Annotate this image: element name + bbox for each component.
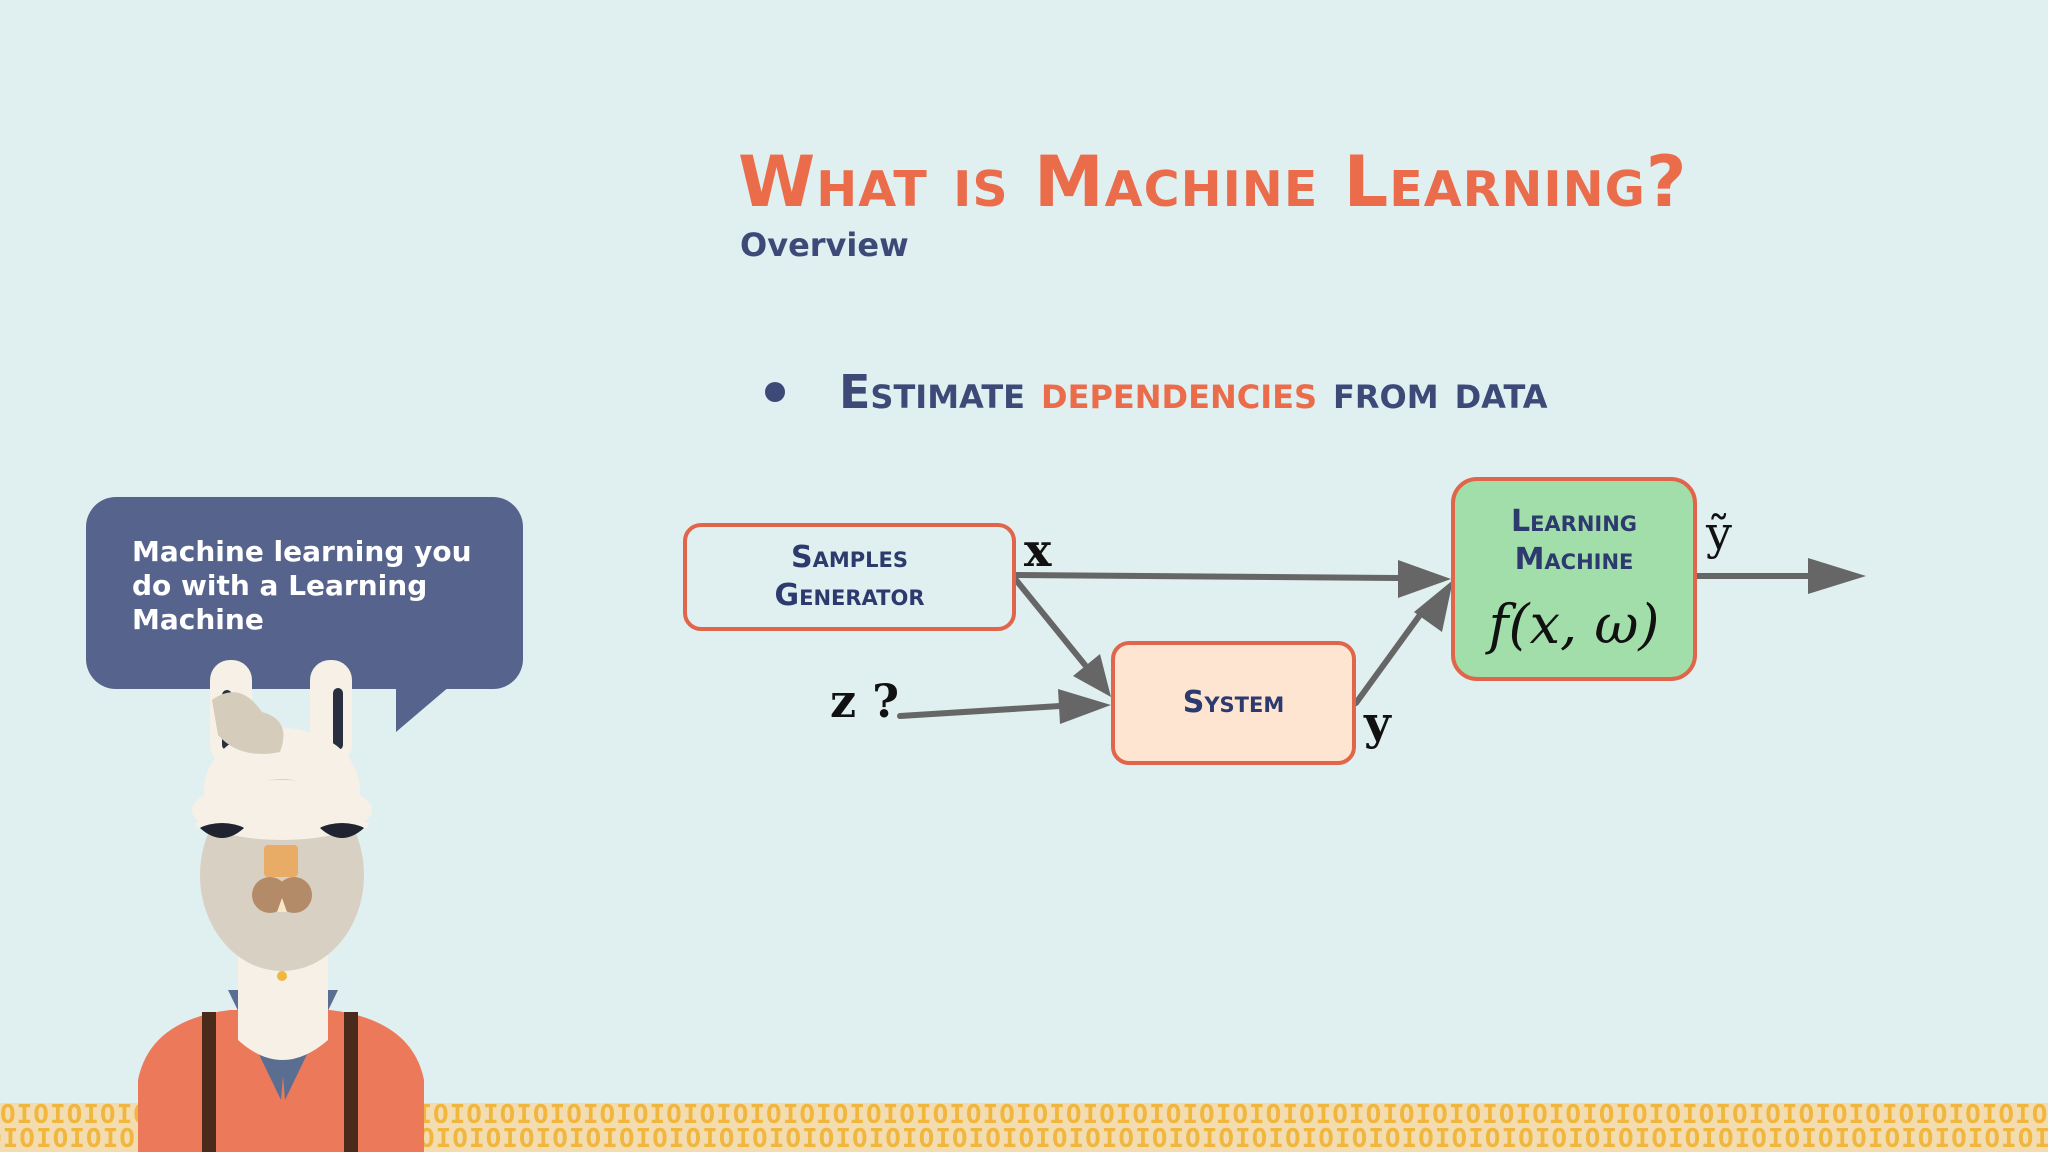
- system-label: System: [1182, 685, 1285, 720]
- bullet-dot-icon: [765, 382, 785, 402]
- bullet-point: Estimate dependencies from data: [765, 362, 1548, 422]
- slide-subtitle: Overview: [740, 226, 909, 264]
- bullet-text-before: Estimate: [839, 365, 1042, 419]
- samples-generator-label-line1: Samples: [791, 540, 908, 575]
- bullet-text-highlight: dependencies: [1041, 365, 1318, 419]
- learning-machine-label-line2: Machine: [1514, 542, 1634, 577]
- arrow-system-to-learning: [1353, 605, 1428, 706]
- var-ytilde-label: ỹ: [1706, 506, 1732, 560]
- speech-bubble-text: Machine learning you do with a Learning …: [132, 535, 472, 636]
- bullet-text: Estimate dependencies from data: [839, 365, 1548, 419]
- arrowhead-learning-bottom: [1414, 580, 1453, 632]
- var-z-label: z ?: [830, 674, 900, 728]
- learning-machine-formula: f(x, ω): [1488, 593, 1660, 656]
- arrow-z-to-system: [897, 703, 1063, 719]
- samples-generator-label-line2: Generator: [774, 578, 925, 613]
- bullet-text-after: from data: [1317, 365, 1548, 419]
- system-box: System: [1111, 641, 1356, 765]
- var-x-label: x: [1024, 523, 1052, 577]
- speech-bubble: Machine learning you do with a Learning …: [86, 497, 523, 689]
- learning-machine-label-line1: Learning: [1510, 504, 1638, 539]
- learning-machine-box: Learning Machine f(x, ω): [1451, 477, 1697, 681]
- arrowhead-output: [1808, 558, 1866, 594]
- slide-title: What is Machine Learning?: [738, 141, 1688, 223]
- arrow-samples-to-system: [1013, 577, 1088, 668]
- arrow-x-to-learning: [1013, 572, 1403, 581]
- arrowhead-learning: [1398, 560, 1451, 598]
- arrowhead-system-left: [1058, 689, 1111, 724]
- arrowhead-system-top: [1073, 654, 1111, 697]
- var-y-label: y: [1364, 696, 1391, 750]
- samples-generator-box: Samples Generator: [683, 523, 1016, 631]
